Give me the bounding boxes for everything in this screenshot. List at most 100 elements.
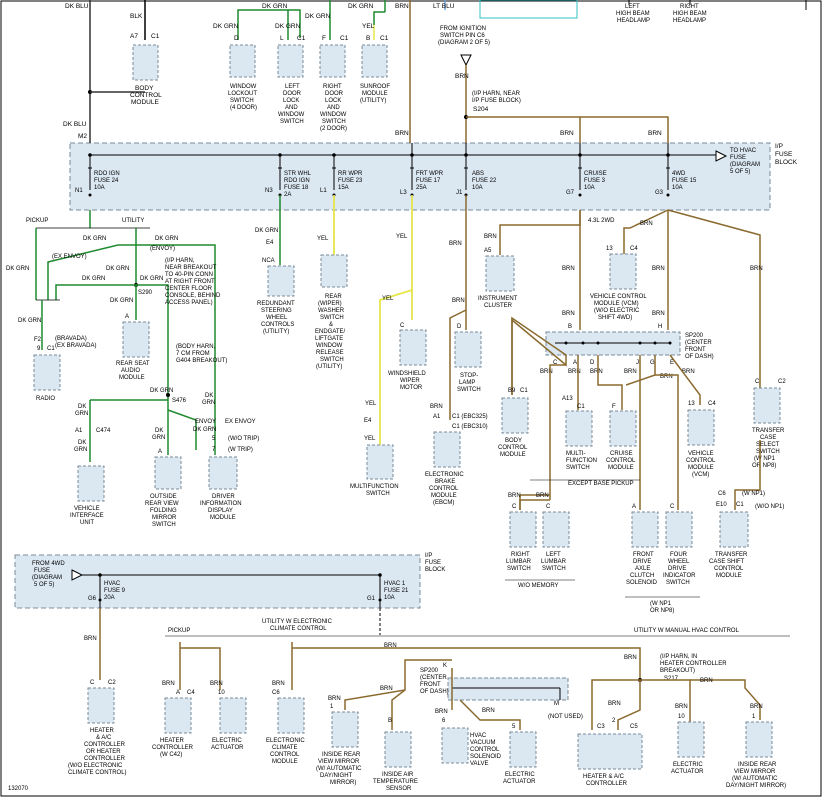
c1-ebc325-label: C1 (EBC325) (452, 414, 488, 420)
pin-label: K (443, 663, 447, 669)
pin-l3: L3 (400, 190, 407, 196)
dkgrn-label: DK GRN (83, 236, 106, 242)
splice (166, 393, 170, 397)
brn-label: BRN (484, 234, 497, 240)
figure-id: 132070 (8, 786, 29, 792)
pin-label: 1 (752, 714, 756, 720)
elec-act2-box (509, 731, 537, 768)
brn-label: BRN (455, 73, 469, 80)
brn-label: BRN (508, 493, 521, 499)
left-lumbar-box (542, 511, 570, 548)
brn-label: BRN (536, 493, 549, 499)
pin-label: C (512, 504, 517, 510)
pin-label: 2 (612, 718, 616, 724)
brn-label: BRN (568, 369, 581, 375)
dkgrn-label: DK GRN (275, 23, 301, 30)
brn-wire (580, 116, 669, 143)
dkgrn-label: DK GRN (140, 276, 163, 282)
yel-label: YEL (396, 234, 408, 240)
pin-label: A (573, 360, 577, 366)
ex-bravada-label: (EX BRAVADA) (55, 343, 96, 349)
four-wheel-box (665, 511, 693, 548)
nca-label: NCA (262, 258, 275, 264)
pin-label: C (755, 379, 760, 385)
pin-label: A (158, 449, 162, 455)
pin-label: C6 (272, 690, 280, 696)
brn-label: BRN (640, 221, 653, 227)
tc-shift-box (719, 511, 749, 548)
pin-f2: F2 (34, 337, 42, 343)
brn-wire (499, 210, 581, 255)
brn-label: BRN (482, 708, 495, 714)
brn-label: BRN (380, 686, 393, 692)
inside-mirror2-box (745, 721, 773, 758)
pin-label: C1 (736, 502, 744, 508)
vehicle-interface-box (77, 465, 105, 502)
pin-label: 13 (688, 401, 695, 407)
pin-a1: A1 (75, 428, 83, 434)
brn-label: BRN (84, 636, 97, 642)
pin-label: B (388, 718, 392, 724)
pin-a5: A5 (484, 248, 492, 254)
pin-label: 13 (606, 246, 613, 252)
dkgrn-label: DK GRN (110, 298, 133, 304)
pin-label: G (650, 360, 655, 366)
brn-label: BRN (675, 704, 688, 710)
brn-wire (449, 195, 467, 420)
pin-label: C2 (778, 379, 786, 385)
dkblu-label-2: DK BLU (63, 121, 87, 128)
right-door-box (319, 44, 346, 78)
brn-wire (690, 679, 761, 720)
pin-c1: C1 (380, 35, 389, 42)
vcm2-box (687, 409, 715, 446)
pin-label: C2 (108, 680, 116, 686)
pin-l: L (280, 35, 284, 42)
pin-label: 5 (212, 436, 216, 442)
cyan-box (479, 0, 578, 19)
pin-c1: C1 (151, 33, 160, 40)
pin-label: 7 (212, 447, 216, 453)
ip-fuse-block-bottom (14, 554, 421, 609)
brn-label: BRN (162, 681, 175, 687)
yel-label: YEL (362, 23, 375, 30)
liter-label: 4.3L 2WD (588, 218, 615, 224)
brn-label: BRN (384, 643, 397, 649)
dkgrn-wire (373, 11, 385, 25)
dkgrn-label: DK GRN (305, 13, 331, 20)
pin-label: C6 (718, 491, 726, 497)
utility-label: UTILITY (122, 218, 144, 224)
dkgrn-label: DK GRN (155, 236, 178, 242)
radio-box (33, 354, 61, 391)
pin-label: C1 (577, 404, 585, 410)
pin-label: A (125, 314, 129, 320)
pin-a7: A7 (130, 33, 138, 40)
blk-label: BLK (130, 13, 143, 20)
brn-label: BRN (435, 709, 448, 715)
wo-trip-label: (W/O TRIP) (228, 436, 259, 442)
pin-label: 1 (330, 704, 334, 710)
pin-label: A (176, 690, 180, 696)
